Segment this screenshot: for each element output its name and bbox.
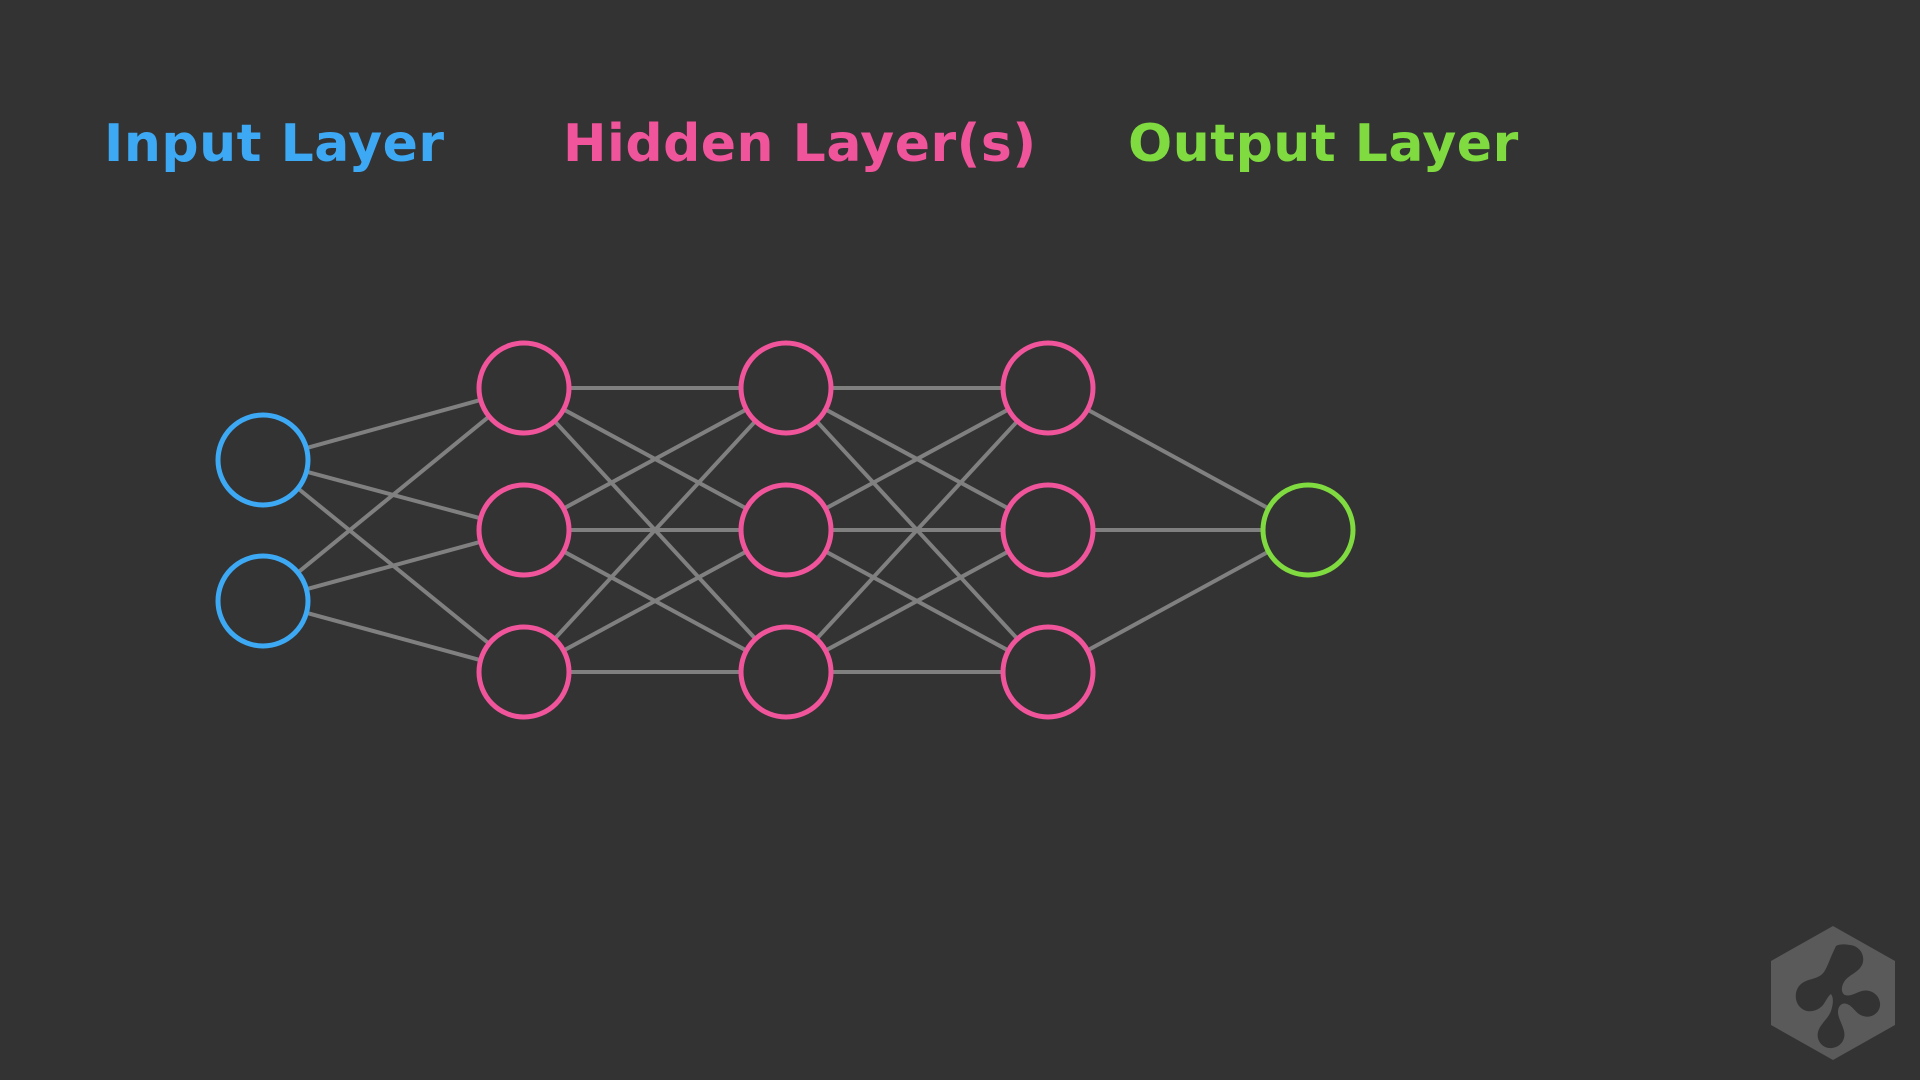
connections-group: [295, 386, 1271, 674]
connection-line: [823, 549, 1011, 653]
connection-line: [552, 419, 758, 641]
node-hidden2-3[interactable]: [738, 624, 834, 720]
layer-label-output: Output Layer: [1128, 114, 1519, 174]
node-hidden2-1[interactable]: [738, 340, 834, 436]
node-hidden1-3[interactable]: [476, 624, 572, 720]
node-hidden3-2[interactable]: [1000, 482, 1096, 578]
layer-label-input: Input Layer: [104, 114, 445, 174]
node-input-1[interactable]: [215, 412, 311, 508]
connection-line: [1085, 407, 1271, 511]
nodes-group: [215, 340, 1356, 720]
node-hidden3-1[interactable]: [1000, 340, 1096, 436]
connection-line: [304, 610, 483, 663]
node-hidden1-1[interactable]: [476, 340, 572, 436]
node-output-1[interactable]: [1260, 482, 1356, 578]
hexagon-neuron-logo-icon: [1771, 926, 1895, 1060]
connection-line: [561, 549, 749, 653]
node-input-2[interactable]: [215, 553, 311, 649]
neuron-splat-shape: [1795, 944, 1881, 1049]
connection-line: [295, 414, 492, 575]
connection-line: [1085, 549, 1271, 653]
node-hidden3-3[interactable]: [1000, 624, 1096, 720]
connection-line: [823, 407, 1011, 511]
connection-line: [304, 539, 483, 592]
node-hidden2-2[interactable]: [738, 482, 834, 578]
layer-label-hidden: Hidden Layer(s): [563, 114, 1037, 174]
node-hidden1-2[interactable]: [476, 482, 572, 578]
connection-line: [561, 407, 749, 511]
connection-line: [814, 419, 1020, 641]
connection-line: [304, 397, 483, 451]
